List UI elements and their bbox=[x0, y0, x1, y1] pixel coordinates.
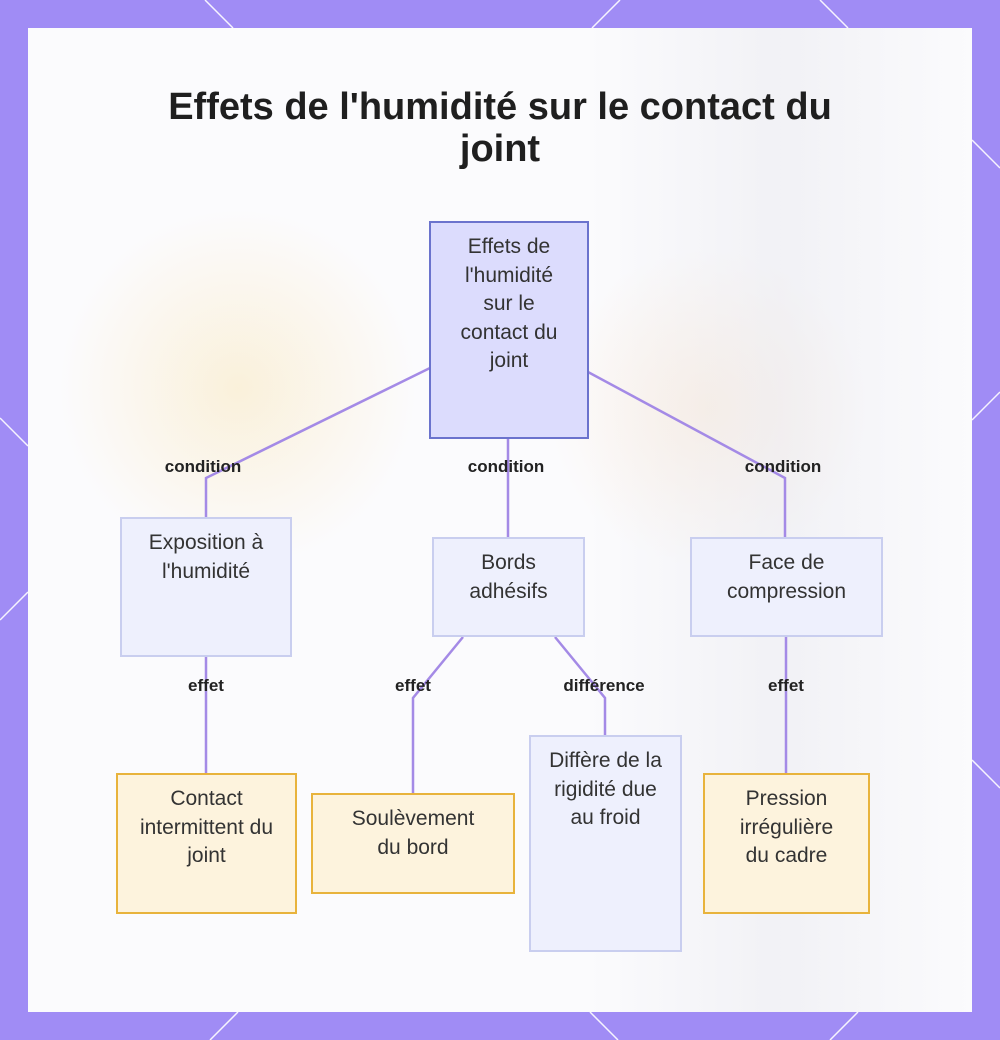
edge-bords-soulevement bbox=[411, 636, 464, 793]
edge-bords-differe bbox=[554, 636, 607, 735]
node-bords-label: Bords adhésifs bbox=[469, 551, 548, 603]
edge-root-exposition bbox=[204, 366, 431, 517]
node-root-label: Effets de l'humidité sur le contact du j… bbox=[460, 235, 558, 372]
edge-label-condition-right: condition bbox=[744, 457, 822, 476]
edge-label-condition-middle: condition bbox=[467, 457, 545, 476]
edge-label-difference-bords: différence bbox=[563, 676, 645, 695]
node-pression-label: Pression irrégulière du cadre bbox=[739, 787, 834, 867]
node-exposition: Exposition à l'humidité bbox=[120, 517, 292, 657]
node-soulevement-label: Soulèvement du bord bbox=[351, 807, 475, 859]
node-face-label: Face de compression bbox=[726, 551, 847, 603]
edge-label-effet-exposition: effet bbox=[188, 676, 224, 695]
node-contact: Contact intermittent du joint bbox=[116, 773, 297, 914]
diagram-title: Effets de l'humidité sur le contact du j… bbox=[168, 86, 832, 170]
edge-label-effet-bords: effet bbox=[395, 676, 431, 695]
node-differe: Diffère de la rigidité due au froid bbox=[529, 735, 682, 952]
edge-label-effet-face: effet bbox=[768, 676, 804, 695]
background-blob-yellow bbox=[58, 208, 418, 568]
node-face: Face de compression bbox=[690, 537, 883, 637]
node-pression: Pression irrégulière du cadre bbox=[703, 773, 870, 914]
node-contact-label: Contact intermittent du joint bbox=[139, 787, 274, 867]
node-soulevement: Soulèvement du bord bbox=[311, 793, 515, 894]
node-exposition-label: Exposition à l'humidité bbox=[148, 531, 264, 583]
edge-root-face bbox=[587, 370, 787, 537]
node-differe-label: Diffère de la rigidité due au froid bbox=[549, 749, 662, 829]
edge-label-condition-left: condition bbox=[164, 457, 242, 476]
node-bords: Bords adhésifs bbox=[432, 537, 585, 637]
node-root: Effets de l'humidité sur le contact du j… bbox=[429, 221, 589, 439]
